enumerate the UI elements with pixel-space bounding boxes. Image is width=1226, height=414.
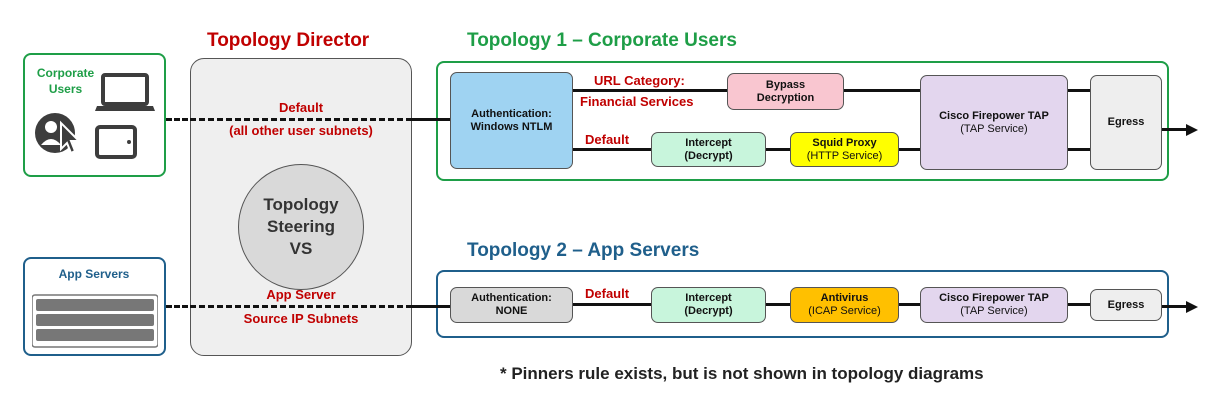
dashed-appserver-rule-overlay	[190, 305, 412, 308]
t1-squid-line1: Squid Proxy	[812, 136, 877, 149]
connector-corporate	[166, 118, 188, 121]
t1-line-tap-upper	[1068, 89, 1090, 92]
laptop-icon	[95, 73, 155, 111]
t1-squid-proxy-box[interactable]: Squid Proxy (HTTP Service)	[790, 132, 899, 167]
t1-firepower-tap-box[interactable]: Cisco Firepower TAP (TAP Service)	[920, 75, 1068, 170]
t1-intercept-box[interactable]: Intercept (Decrypt)	[651, 132, 766, 167]
arrow-right-icon	[1186, 124, 1198, 136]
t1-default-label: Default	[585, 132, 630, 147]
topology2-container	[436, 270, 1169, 338]
topology1-title: Topology 1 – Corporate Users	[467, 30, 737, 51]
connector-to-topology1	[412, 118, 450, 121]
t2-intercept-box[interactable]: Intercept (Decrypt)	[651, 287, 766, 323]
dashed-default-rule-overlay	[190, 118, 412, 121]
tablet-icon	[95, 125, 137, 159]
corporate-users-label-1: Corporate	[36, 66, 95, 80]
director-title: Topology Director	[207, 30, 370, 51]
topology2-title: Topology 2 – App Servers	[467, 240, 700, 261]
steering-line2: Steering	[266, 217, 336, 236]
t1-egress-box[interactable]: Egress	[1090, 75, 1162, 170]
t1-bypass-line2: Decryption	[756, 91, 815, 104]
t2-tap-line2: (TAP Service)	[960, 305, 1028, 317]
t1-auth-line2: Windows NTLM	[470, 120, 553, 133]
t1-squid-line2: (HTTP Service)	[806, 149, 883, 162]
app-servers-label: App Servers	[58, 267, 130, 281]
topology1-container	[436, 61, 1169, 181]
t2-default-label: Default	[585, 286, 630, 301]
rule-default-sublabel: (all other user subnets)	[229, 123, 373, 138]
t2-antivirus-box[interactable]: Antivirus (ICAP Service)	[790, 287, 899, 323]
t2-tap-line1: Cisco Firepower TAP	[939, 292, 1049, 304]
t1-egress-line	[1162, 128, 1188, 131]
t2-av-line1: Antivirus	[820, 292, 869, 304]
t1-auth-line1: Authentication:	[471, 107, 552, 120]
steering-line3: VS	[289, 239, 313, 258]
t2-auth-line2: NONE	[495, 305, 528, 317]
t1-line-tap-lower	[1068, 148, 1090, 151]
rule-app-label: App Server	[266, 287, 336, 302]
t2-egress-line	[1162, 305, 1188, 308]
t1-intercept-line1: Intercept	[685, 136, 732, 149]
t2-intercept-line1: Intercept	[685, 292, 732, 304]
t2-av-line2: (ICAP Service)	[808, 305, 881, 317]
connector-appservers	[166, 305, 188, 308]
t1-url-category-value: Financial Services	[580, 94, 694, 109]
app-servers-box[interactable]: App Servers	[23, 257, 166, 356]
user-pointer-icon	[35, 113, 82, 155]
t2-egress-label: Egress	[1107, 298, 1145, 311]
t2-auth-none-box[interactable]: Authentication: NONE	[450, 287, 573, 323]
steering-line1: Topology	[263, 195, 339, 214]
server-rack-icon	[32, 294, 158, 348]
t1-egress-label: Egress	[1107, 116, 1145, 128]
t1-intercept-line2: (Decrypt)	[684, 149, 733, 162]
t1-url-category-label: URL Category:	[594, 73, 685, 88]
footnote: * Pinners rule exists, but is not shown …	[500, 364, 984, 383]
connector-to-topology2	[412, 305, 450, 308]
t1-tap-line2: (TAP Service)	[960, 122, 1028, 135]
t2-intercept-line2: (Decrypt)	[684, 305, 733, 317]
rule-default-label: Default	[278, 100, 324, 115]
t1-bypass-line1: Bypass	[765, 78, 806, 91]
corporate-users-label-2: Users	[48, 82, 83, 96]
arrow-right-icon	[1186, 301, 1198, 313]
t2-firepower-tap-box[interactable]: Cisco Firepower TAP (TAP Service)	[920, 287, 1068, 323]
steering-vs-circle[interactable]: Topology Steering VS	[238, 164, 364, 290]
t2-egress-box[interactable]: Egress	[1090, 289, 1162, 321]
t1-auth-ntlm-box[interactable]: Authentication: Windows NTLM	[450, 72, 573, 169]
t2-auth-line1: Authentication:	[471, 292, 552, 304]
rule-app-sublabel: Source IP Subnets	[243, 311, 359, 326]
t1-bypass-decryption-box[interactable]: Bypass Decryption	[727, 73, 844, 110]
corporate-users-box[interactable]: Corporate Users	[23, 53, 166, 177]
t1-tap-line1: Cisco Firepower TAP	[939, 109, 1049, 122]
